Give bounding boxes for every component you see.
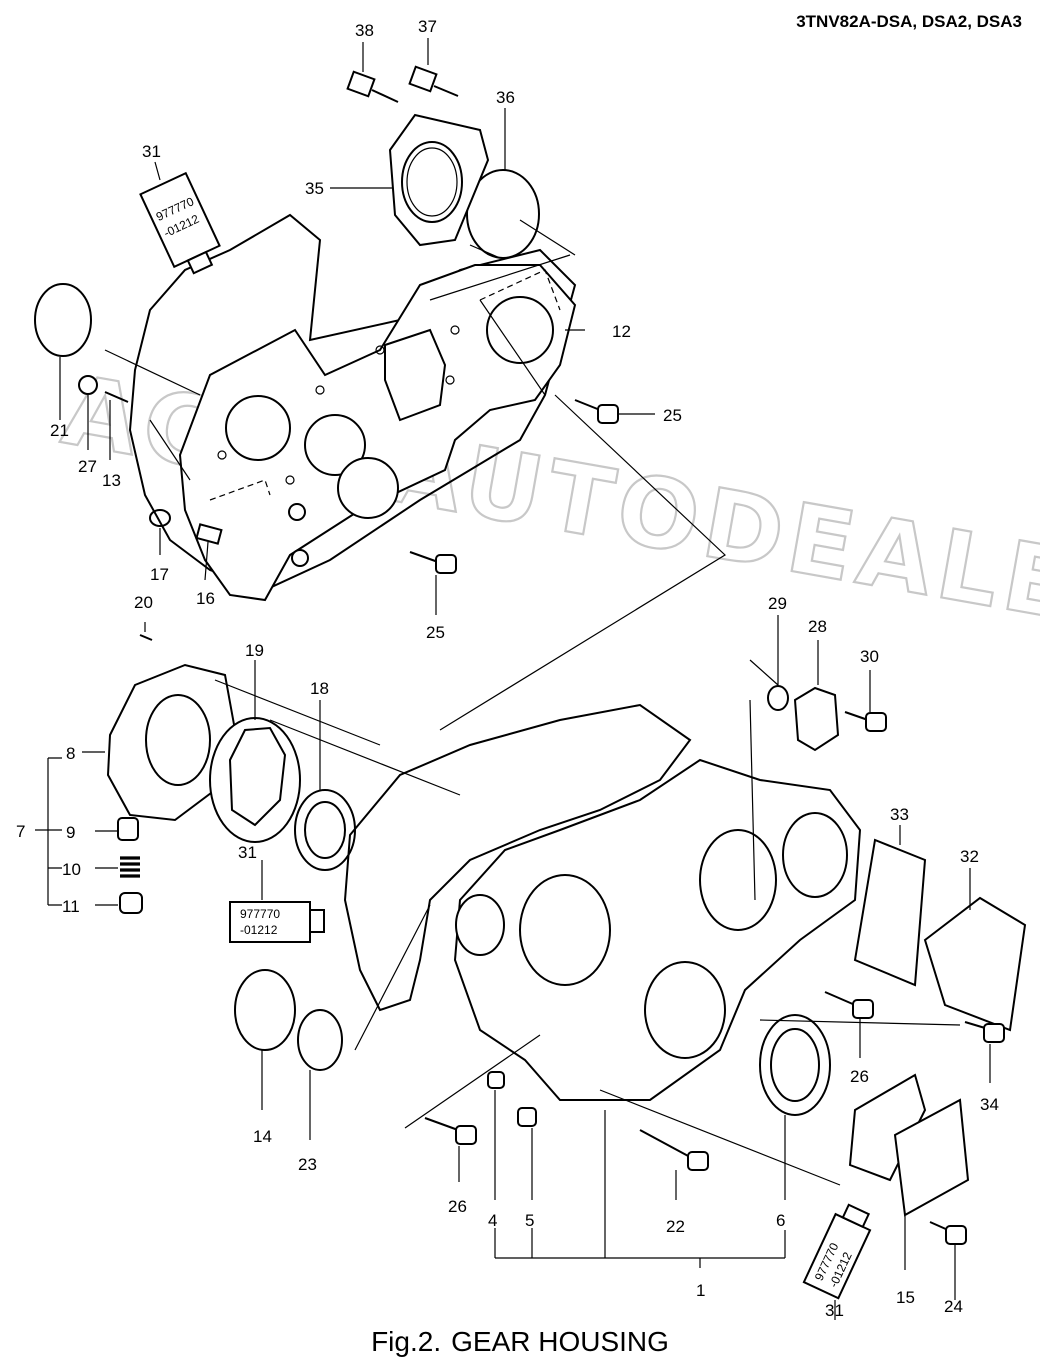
callout-18: 18 bbox=[310, 679, 329, 698]
bolt-25-lower bbox=[409, 551, 457, 574]
gear-housing-diagram: ACAT.AUTODEALER.RU 977770 -01212 bbox=[16, 17, 1040, 1320]
o-ring-29 bbox=[767, 685, 789, 711]
bolt-26-right bbox=[824, 991, 874, 1019]
plate-hole-1 bbox=[225, 395, 291, 461]
callout-27: 27 bbox=[78, 457, 97, 476]
plate-window bbox=[384, 328, 447, 422]
callout-26-right: 26 bbox=[850, 1067, 869, 1086]
callout-11: 11 bbox=[62, 897, 80, 916]
flange-35 bbox=[388, 113, 490, 247]
figure-caption: Fig.2. GEAR HOUSING bbox=[0, 1326, 1040, 1358]
o-ring-36 bbox=[466, 169, 540, 259]
callout-14: 14 bbox=[253, 1127, 272, 1146]
filler-cap-14 bbox=[234, 969, 296, 1051]
plate-bolt-hole bbox=[288, 503, 306, 521]
callout-25-lower: 25 bbox=[426, 623, 445, 642]
outer-rotor-19 bbox=[209, 717, 301, 843]
callout-30: 30 bbox=[860, 647, 879, 666]
bolt-37 bbox=[408, 65, 459, 97]
bolt-26-left bbox=[424, 1117, 477, 1145]
callout-15: 15 bbox=[896, 1288, 915, 1307]
callout-5: 5 bbox=[525, 1211, 534, 1230]
stud-13 bbox=[104, 391, 129, 403]
callout-17: 17 bbox=[150, 565, 169, 584]
bolt-22 bbox=[639, 1129, 709, 1171]
callout-19: 19 bbox=[245, 641, 264, 660]
callout-12: 12 bbox=[612, 322, 631, 341]
o-ring-17 bbox=[149, 509, 171, 527]
callout-31-bottom: 31 bbox=[825, 1301, 844, 1320]
callout-8: 8 bbox=[66, 744, 75, 763]
callout-1: 1 bbox=[696, 1281, 705, 1300]
callout-6: 6 bbox=[776, 1211, 785, 1230]
valve-9 bbox=[117, 817, 139, 841]
callout-26-left: 26 bbox=[448, 1197, 467, 1216]
sealant-tube-top: 977770 -01212 bbox=[139, 171, 221, 275]
callout-32: 32 bbox=[960, 847, 979, 866]
plug-4 bbox=[487, 1071, 505, 1089]
svg-text:977770: 977770 bbox=[240, 907, 280, 921]
plate-hole-2 bbox=[304, 414, 366, 476]
callout-4: 4 bbox=[488, 1211, 497, 1230]
callout-21: 21 bbox=[50, 421, 69, 440]
spring-10 bbox=[120, 856, 140, 878]
callout-22: 22 bbox=[666, 1217, 685, 1236]
gasket-33 bbox=[853, 838, 927, 987]
nut-27 bbox=[78, 375, 98, 395]
plate-hole-4 bbox=[486, 296, 554, 364]
callout-9: 9 bbox=[66, 823, 75, 842]
callout-38: 38 bbox=[355, 21, 374, 40]
callout-28: 28 bbox=[808, 617, 827, 636]
callout-31-top: 31 bbox=[142, 142, 161, 161]
callout-23: 23 bbox=[298, 1155, 317, 1174]
callout-24: 24 bbox=[944, 1297, 963, 1316]
bolt-24 bbox=[929, 1221, 967, 1245]
callout-13: 13 bbox=[102, 471, 121, 490]
bolt-38 bbox=[346, 70, 399, 103]
model-header: 3TNV82A-DSA, DSA2, DSA3 bbox=[796, 12, 1022, 31]
figure-number: Fig.2. bbox=[371, 1326, 442, 1357]
bolt-30 bbox=[844, 711, 887, 732]
screw-20 bbox=[139, 634, 153, 641]
dowel-16 bbox=[195, 523, 223, 545]
callout-20: 20 bbox=[134, 593, 153, 612]
plug-5 bbox=[517, 1107, 537, 1127]
cover-15 bbox=[893, 1098, 970, 1217]
callout-33: 33 bbox=[890, 805, 909, 824]
cover-28 bbox=[793, 686, 840, 752]
callout-29: 29 bbox=[768, 594, 787, 613]
callout-36: 36 bbox=[496, 88, 515, 107]
callout-31-middle: 31 bbox=[238, 843, 257, 862]
gasket-outline-lower bbox=[343, 703, 692, 1012]
callout-10: 10 bbox=[62, 860, 81, 879]
callout-34: 34 bbox=[980, 1095, 999, 1114]
callout-16: 16 bbox=[196, 589, 215, 608]
callout-37: 37 bbox=[418, 17, 437, 36]
bolt-34 bbox=[964, 1021, 1005, 1043]
figure-title: GEAR HOUSING bbox=[451, 1326, 669, 1357]
plug-11 bbox=[119, 892, 143, 914]
o-ring-23 bbox=[297, 1009, 343, 1071]
plate-bolt-hole bbox=[291, 549, 309, 567]
sealant-tube-bottom: 977770 -01212 bbox=[802, 1203, 872, 1300]
front-plate bbox=[178, 264, 577, 602]
callout-35: 35 bbox=[305, 179, 324, 198]
sealant-tube-middle: 977770 -01212 bbox=[229, 901, 325, 943]
callout-7: 7 bbox=[16, 822, 25, 841]
cover-32 bbox=[923, 896, 1027, 1032]
plate-hole-3 bbox=[337, 457, 399, 519]
svg-text:-01212: -01212 bbox=[240, 923, 278, 937]
callout-25-upper: 25 bbox=[663, 406, 682, 425]
o-ring-21 bbox=[34, 283, 92, 357]
